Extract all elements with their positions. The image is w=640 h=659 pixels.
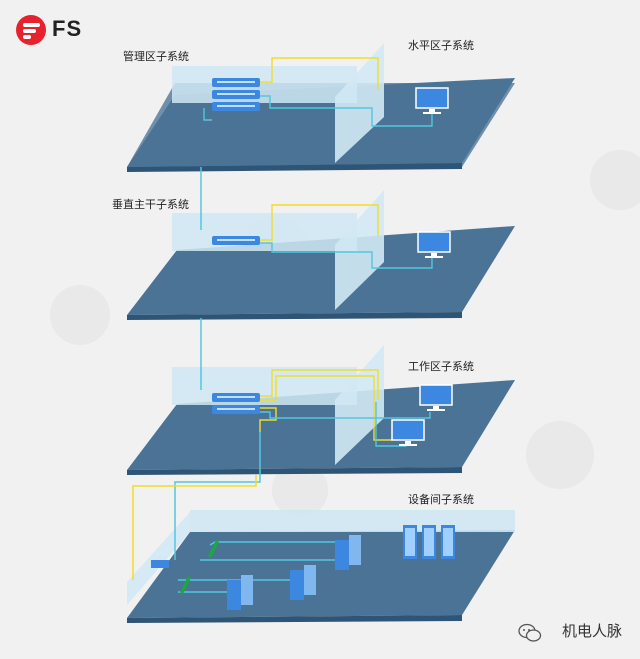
floor-top [127,530,515,618]
patch-panel [151,560,169,568]
switch-icon [212,236,260,245]
watermark-text: 机电人脉 [562,620,622,641]
rack-cabinet-icon [403,525,455,559]
wechat-icon [518,623,542,643]
label-work-area: 工作区子系统 [408,358,474,374]
label-backbone: 垂直主干子系统 [112,196,189,212]
label-horizontal: 水平区子系统 [408,37,474,53]
label-management: 管理区子系统 [123,48,189,64]
floor-equipment-room [127,510,515,623]
label-equipment-room: 设备间子系统 [408,491,474,507]
rack-wall [172,66,357,103]
switch-stack [212,78,260,111]
back-wall [190,510,515,532]
